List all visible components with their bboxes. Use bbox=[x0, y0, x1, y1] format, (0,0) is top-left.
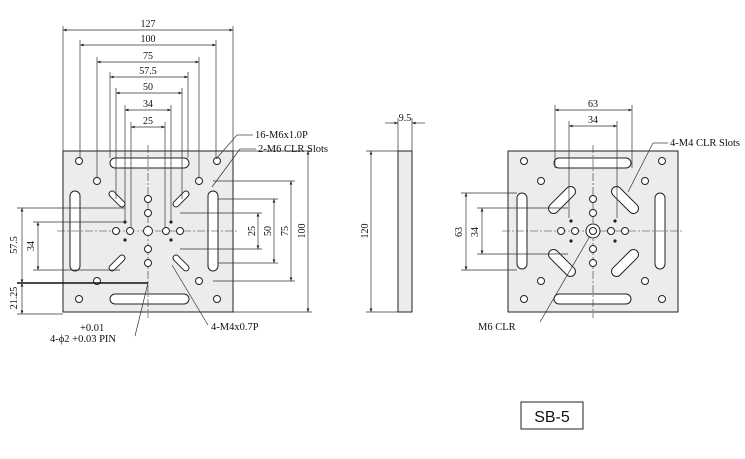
r-slot-top bbox=[553, 157, 632, 169]
r-dim-left-63: 63 bbox=[454, 227, 465, 237]
dim-57-5: 57.5 bbox=[139, 66, 157, 77]
dim-127: 127 bbox=[141, 19, 156, 30]
side-view bbox=[366, 118, 425, 313]
right-holes bbox=[520, 157, 666, 303]
model-label: SB-5 bbox=[534, 409, 570, 426]
dim-right-50: 50 bbox=[263, 226, 274, 236]
side-plate-outline bbox=[397, 150, 413, 313]
callout-m4-tapped: 4-M4x0.7P bbox=[211, 322, 259, 333]
r-slot-bottom bbox=[553, 293, 632, 305]
slot-top bbox=[109, 157, 190, 169]
slot-bottom bbox=[109, 293, 190, 305]
callout-m6-slots: 2-M6 CLR Slots bbox=[258, 144, 328, 155]
dim-thickness: 9.5 bbox=[399, 113, 412, 124]
r-dim-34: 34 bbox=[588, 115, 598, 126]
r-dim-63: 63 bbox=[588, 99, 598, 110]
model-label-box bbox=[520, 401, 584, 430]
dim-right-25: 25 bbox=[247, 226, 258, 236]
dim-25: 25 bbox=[143, 116, 153, 127]
right-callout-leaders bbox=[539, 142, 668, 323]
slot-diag-tl bbox=[108, 190, 126, 208]
slot-diag-tr bbox=[172, 190, 190, 208]
dim-75: 75 bbox=[143, 51, 153, 62]
dim-50: 50 bbox=[143, 82, 153, 93]
left-left-dimensions bbox=[17, 207, 148, 315]
r-slot-diag-tr bbox=[611, 186, 639, 214]
right-dimensions bbox=[461, 105, 633, 271]
left-callout-leaders bbox=[134, 134, 256, 337]
callout-pin: 4-ϕ2 +0.03 PIN bbox=[50, 334, 116, 345]
callout-pin-tolerance-upper: +0.01 bbox=[80, 323, 104, 334]
dim-left-21-25: 21.25 bbox=[9, 287, 20, 310]
dim-right-75: 75 bbox=[280, 226, 291, 236]
dim-left-34: 34 bbox=[26, 241, 37, 251]
bottom-view-plate bbox=[502, 145, 684, 318]
dim-right-100: 100 bbox=[297, 224, 308, 239]
dim-100: 100 bbox=[141, 34, 156, 45]
dim-34: 34 bbox=[143, 99, 153, 110]
callout-m6-tapped: 16-M6x1.0P bbox=[255, 130, 308, 141]
callout-m4-clr-slots: 4-M4 CLR Slots bbox=[670, 138, 740, 149]
r-dim-left-34: 34 bbox=[470, 227, 481, 237]
r-slot-diag-br bbox=[611, 249, 639, 277]
left-right-dimensions bbox=[180, 150, 312, 313]
callout-m6-clr: M6 CLR bbox=[478, 322, 516, 333]
left-top-dimensions bbox=[62, 26, 234, 228]
dim-height: 120 bbox=[360, 224, 371, 239]
dim-left-57-5: 57.5 bbox=[9, 236, 20, 254]
top-view-plate bbox=[57, 145, 238, 318]
